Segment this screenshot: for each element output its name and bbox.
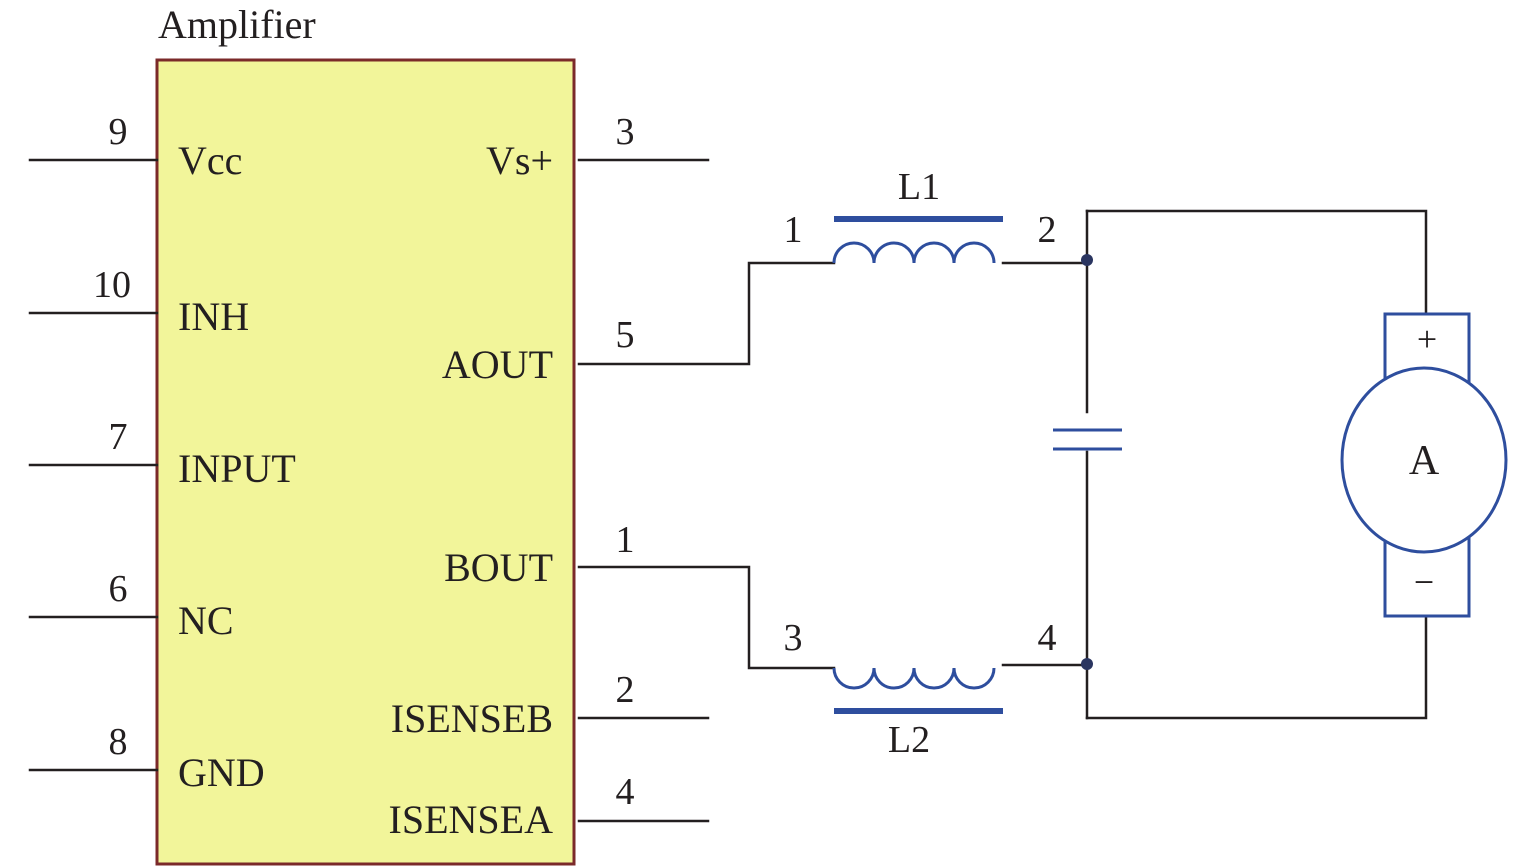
l1-label: L1 <box>898 166 940 208</box>
pin-label: Vs+ <box>486 138 553 183</box>
pin-number: 5 <box>616 314 635 356</box>
inductor-l1: L1 1 2 <box>784 166 1057 264</box>
ammeter-minus: − <box>1414 562 1434 602</box>
l1-pin-left: 1 <box>784 209 803 251</box>
right-pin-bout: 1 BOUT <box>444 519 634 590</box>
pin-label: NC <box>178 598 234 643</box>
pin-label: INPUT <box>178 446 296 491</box>
left-pin-inh: 10 INH <box>28 264 249 339</box>
l2-label: L2 <box>888 719 930 761</box>
capacitor <box>1053 428 1122 451</box>
pin-label: AOUT <box>442 342 553 387</box>
left-pin-gnd: 8 GND <box>28 721 265 795</box>
pin-number: 8 <box>109 721 128 763</box>
pin-number: 9 <box>109 111 128 153</box>
pin-label: ISENSEA <box>389 797 554 842</box>
pin-number: 1 <box>616 519 635 561</box>
pin-number: 3 <box>616 111 635 153</box>
pin-label: BOUT <box>444 545 553 590</box>
l2-pin-left: 3 <box>784 617 803 659</box>
right-pin-isenseb: 2 ISENSEB <box>391 669 710 741</box>
pin-number: 4 <box>616 771 635 813</box>
pin-number: 6 <box>109 568 128 610</box>
pin-label: GND <box>178 750 265 795</box>
inductor-l2: L2 3 4 <box>784 617 1057 761</box>
pin-number: 2 <box>616 669 635 711</box>
amplifier-title: Amplifier <box>158 2 316 47</box>
bottom-loop-wire <box>1085 616 1428 720</box>
junction-dot <box>1081 658 1093 670</box>
l2-coil <box>832 667 996 690</box>
pin-label: Vcc <box>178 138 242 183</box>
right-pin-isensea: 4 ISENSEA <box>389 771 710 842</box>
aout-to-l1-wire <box>577 261 836 366</box>
ammeter: A + − <box>1340 312 1508 618</box>
right-pin-vs-plus: 3 Vs+ <box>486 111 710 183</box>
pin-label: INH <box>178 294 249 339</box>
ammeter-plus: + <box>1417 319 1437 359</box>
l1-coil <box>832 241 996 264</box>
pin-label: ISENSEB <box>391 696 553 741</box>
right-pin-aout: 5 AOUT <box>442 314 635 387</box>
l1-pin-right: 2 <box>1038 209 1057 251</box>
l2-pin-right: 4 <box>1038 617 1057 659</box>
left-pin-vcc: 9 Vcc <box>28 111 242 183</box>
ammeter-label: A <box>1409 438 1440 484</box>
pin-number: 7 <box>109 416 128 458</box>
ammeter-circle <box>1340 366 1508 554</box>
left-pin-input: 7 INPUT <box>28 416 296 491</box>
amplifier-body <box>155 58 576 866</box>
left-pin-nc: 6 NC <box>28 568 234 643</box>
bout-to-l2-wire <box>577 565 836 670</box>
junction-dot <box>1081 254 1093 266</box>
pin-number: 10 <box>93 264 131 306</box>
top-loop-wire <box>1085 209 1428 315</box>
